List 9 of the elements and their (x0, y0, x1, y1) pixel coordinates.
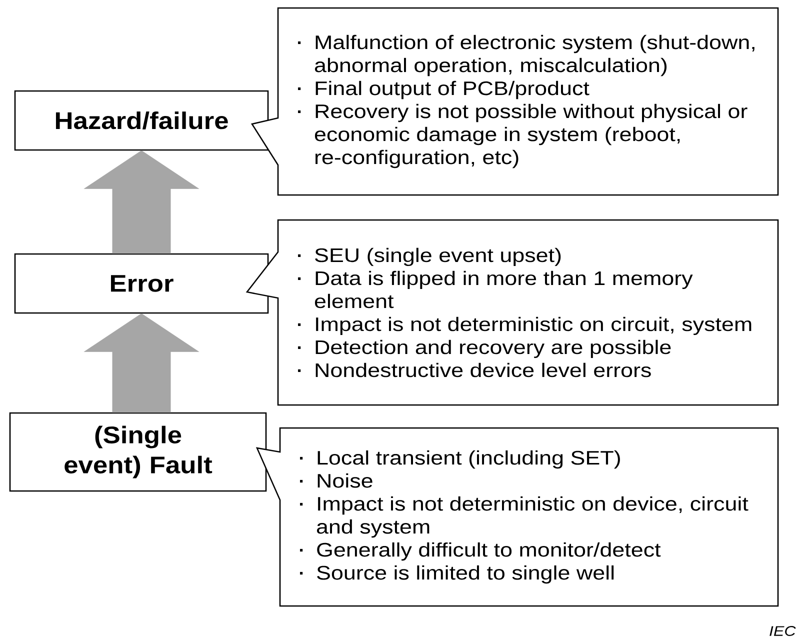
callout-box: Malfunction of electronic system (shut-down, abnormal operation, miscalculation) Final output of PCB/product Recovery is not possible without physical or economic damage in system (reboot, re-configuration, etc) (250, 7, 779, 196)
level-box: (Single event) Fault (9, 412, 267, 492)
level-box: Hazard/failure (14, 90, 269, 151)
block-arrow (84, 313, 199, 413)
callout-box: SEU (single event upset) Data is flipped in more than 1 memory element Impact is not deterministic on circuit, system Detection and recovery are possible Nondestructive device level errors (246, 219, 779, 406)
source-label: IEC (770, 626, 796, 636)
block-arrow (84, 150, 199, 254)
callout-box: Local transient (including SET) Noise Impact is not deterministic on device, circuit and system Generally difficult to monitor/detect Source is limited to single well (256, 427, 779, 607)
level-box: Error (14, 253, 269, 314)
